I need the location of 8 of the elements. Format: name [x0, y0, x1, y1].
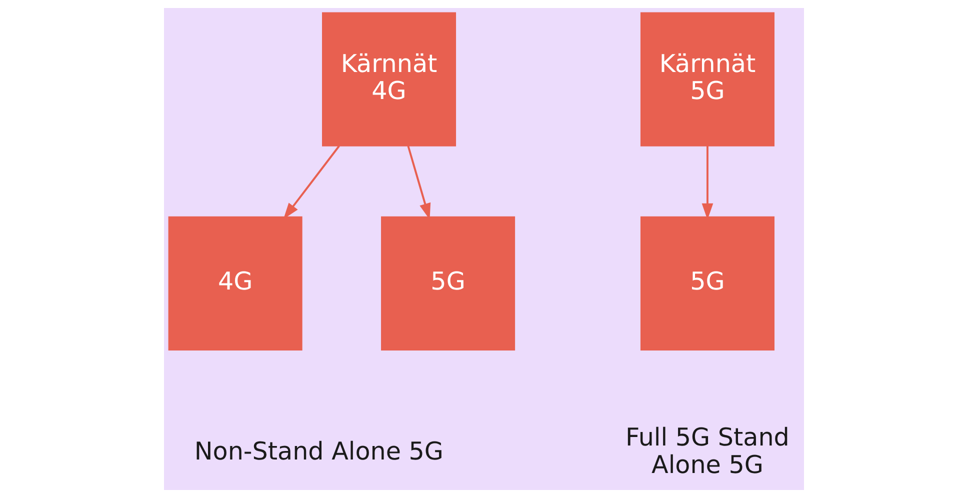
node-box: Kärnnät 5G	[640, 12, 774, 146]
node-box: 4G	[168, 216, 302, 350]
arrow	[283, 145, 340, 220]
node-box: 5G	[640, 216, 774, 350]
node-box: Kärnnät 4G	[322, 12, 456, 146]
node-box: 5G	[381, 216, 516, 350]
label: Full 5G Stand Alone 5G	[626, 422, 790, 479]
label: Non-Stand Alone 5G	[194, 436, 444, 466]
